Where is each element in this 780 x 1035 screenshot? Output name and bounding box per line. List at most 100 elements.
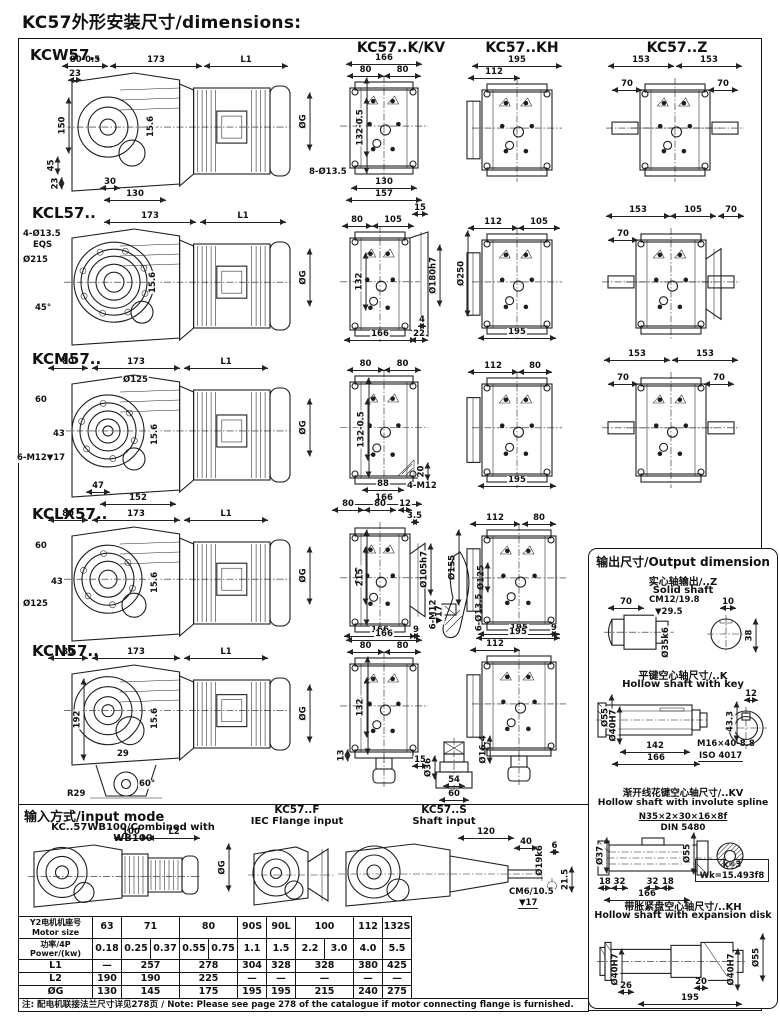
table-cell: 63 <box>92 916 122 939</box>
table-cell: 190 <box>92 972 122 986</box>
kcn-stub-art <box>435 738 473 792</box>
expansion-label-zh: 带胀紧盘空心轴尺寸/..KH <box>624 902 742 913</box>
table-cell: 275 <box>382 985 412 999</box>
row-label-kcl57: KCL57.. <box>32 204 96 222</box>
table-cell: 145 <box>121 985 180 999</box>
in-f-art <box>248 846 334 906</box>
out-key-art <box>596 702 708 738</box>
table-header-motor-size: Y2电机机座号 Motor size <box>18 916 93 939</box>
table-cell: 215 <box>295 985 354 999</box>
in-wb-art <box>28 844 200 908</box>
table-cell: 328 <box>295 959 354 973</box>
kcw-z-art <box>606 78 744 182</box>
kclx-kh-art <box>466 524 566 636</box>
flange-input-title: KC57..F <box>274 804 320 816</box>
input-mode-title: 输入方式/input mode <box>24 810 165 825</box>
table-cell: 1.1 <box>237 938 267 960</box>
page-title: KC57外形安装尺寸/dimensions: <box>22 13 302 33</box>
table-cell: — <box>382 972 412 986</box>
output-panel-title: 输出尺寸/Output dimension <box>596 555 770 569</box>
kcl-main-art <box>64 228 291 346</box>
table-cell: 0.75 <box>208 938 238 960</box>
table-cell: 240 <box>353 985 383 999</box>
table-cell: 80 <box>179 916 238 939</box>
in-s-art <box>338 843 557 907</box>
table-cell: — <box>237 972 267 986</box>
kcl-z-art <box>602 228 740 340</box>
kclx-lug-art <box>441 551 470 639</box>
input-section-divider <box>18 804 590 805</box>
col-header-kh: KC57..KH <box>485 40 559 56</box>
kcm-kh-art <box>466 372 562 488</box>
table-cell: 112 <box>353 916 383 939</box>
solid-shaft-label-en: Solid shaft <box>652 585 714 596</box>
row-label-kcm57: KCM57.. <box>32 350 102 368</box>
out-spline-art <box>595 837 712 876</box>
footnote: 注: 配电机联接法兰尺寸详见278页 / Note: Please see pa… <box>18 998 589 1012</box>
wk-value: Wk=15.493f8 <box>699 870 765 881</box>
table-cell: — <box>353 972 383 986</box>
table-cell: 175 <box>179 985 238 999</box>
kcl-kkv-art <box>340 226 429 342</box>
row-label-kclx57: KCLX57.. <box>32 505 108 523</box>
flange-input-subtitle: IEC Flange input <box>250 816 344 827</box>
table-cell: 380 <box>353 959 383 973</box>
spline-label-en: Hollow shaft with involute spline <box>597 797 769 808</box>
table-cell: 195 <box>266 985 296 999</box>
spline-spec: N35×2×30×16×8f <box>638 812 728 822</box>
motor-table: Y2电机机座号 Motor size 63 71 80 90S 90L 100 … <box>18 916 412 999</box>
table-cell: 71 <box>121 916 180 939</box>
row-label-kcw57: KCW57.. <box>30 46 101 64</box>
kcm-main-art <box>64 374 291 498</box>
table-cell: 328 <box>266 959 296 973</box>
wb100-title: KC..57WB100/Combined with WB100 <box>51 822 215 844</box>
kcw-kh-art <box>466 78 562 182</box>
table-cell: 4.0 <box>353 938 383 960</box>
table-cell: 132S <box>382 916 412 939</box>
solid-shaft-label-zh: 实心轴输出/..Z <box>648 577 718 588</box>
kcn-kh-art <box>466 650 566 785</box>
table-cell: 304 <box>237 959 267 973</box>
table-cell: 90L <box>266 916 296 939</box>
col-header-kkv: KC57..K/KV <box>356 40 446 56</box>
out-solid-art <box>604 614 674 650</box>
kcw-kkv-art <box>340 76 428 180</box>
table-cell: 425 <box>382 959 412 973</box>
out-exp-art <box>597 941 746 981</box>
table-cell: 5.5 <box>382 938 412 960</box>
spline-k-box: k=3 Wk=15.493f8 <box>695 859 769 883</box>
table-cell: 0.18 <box>92 938 122 960</box>
kcn-kkv-art <box>340 652 428 787</box>
table-cell: 257 <box>121 959 180 973</box>
table-cell: — <box>295 972 354 986</box>
table-cell: 190 <box>121 972 180 986</box>
output-dimension-panel: 输出尺寸/Output dimension 实心轴输出/..Z Solid sh… <box>588 548 778 1009</box>
table-cell: 100 <box>295 916 354 939</box>
in-f <box>248 842 334 908</box>
table-cell: 0.25 <box>121 938 151 960</box>
shaft-input-subtitle: Shaft input <box>412 816 476 827</box>
row-label-kcn57: KCN57.. <box>32 642 99 660</box>
shaft-input-title: KC57..S <box>421 804 467 816</box>
spline-din-standard: DIN 5480 <box>660 823 706 833</box>
